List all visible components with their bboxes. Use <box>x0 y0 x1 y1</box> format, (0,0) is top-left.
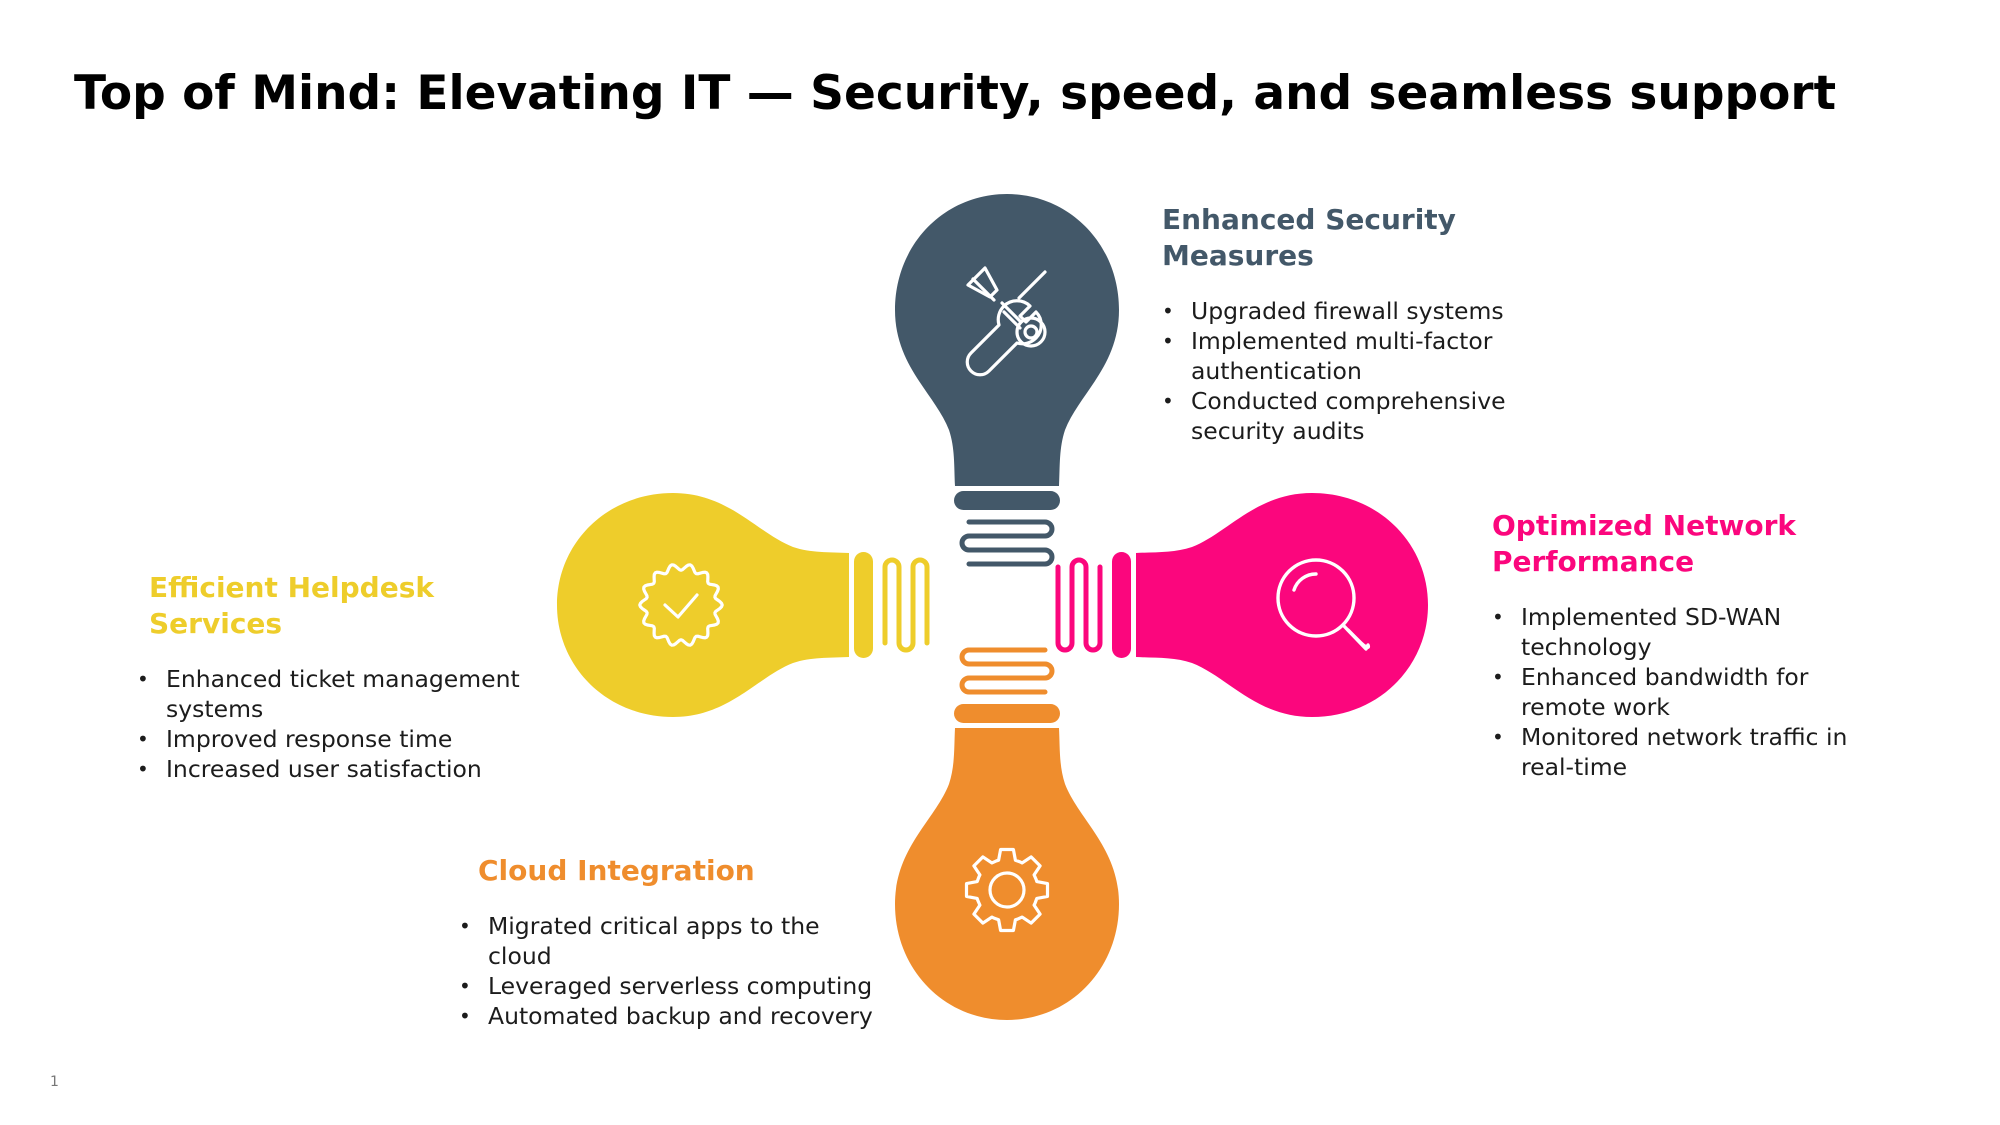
list-item: Monitored network traffic in real-time <box>1492 722 1892 782</box>
network-text-block: Optimized Network Performance Implemente… <box>1492 508 1892 782</box>
security-bulb-collar <box>954 491 1060 510</box>
network-heading: Optimized Network Performance <box>1492 509 1797 578</box>
security-text-block: Enhanced Security Measures Upgraded fire… <box>1162 202 1522 446</box>
page-number: 1 <box>50 1074 59 1090</box>
cloud-bullets: Migrated critical apps to the cloud Leve… <box>459 911 879 1031</box>
cloud-bulb-coil <box>959 647 1055 695</box>
list-item: Increased user satisfaction <box>137 754 537 784</box>
list-item: Implemented SD-WAN technology <box>1492 602 1892 662</box>
helpdesk-bulb-coil <box>882 557 930 653</box>
list-item: Improved response time <box>137 724 537 754</box>
helpdesk-text-block: Efficient Helpdesk Services Enhanced tic… <box>137 570 537 784</box>
cloud-bulb <box>895 647 1119 1020</box>
list-item: Implemented multi-factor authentication <box>1162 326 1522 386</box>
security-bulb-coil <box>959 519 1055 567</box>
security-bulb <box>895 194 1119 567</box>
list-item: Enhanced ticket management systems <box>137 664 537 724</box>
network-bulb-collar <box>1112 552 1131 658</box>
helpdesk-bulb-glass <box>557 493 849 717</box>
network-bulb-glass <box>1136 493 1428 717</box>
cloud-heading: Cloud Integration <box>478 854 755 887</box>
network-bulb <box>1055 493 1428 717</box>
cloud-text-block: Cloud Integration Migrated critical apps… <box>459 853 879 1031</box>
page-title: Top of Mind: Elevating IT — Security, sp… <box>74 66 1837 121</box>
helpdesk-bulb-collar <box>854 552 873 658</box>
gear-icon <box>964 847 1050 933</box>
list-item: Migrated critical apps to the cloud <box>459 911 879 971</box>
helpdesk-heading: Efficient Helpdesk Services <box>149 571 434 640</box>
helpdesk-bullets: Enhanced ticket management systems Impro… <box>137 664 537 784</box>
security-bulb-glass <box>895 194 1119 486</box>
security-heading: Enhanced Security Measures <box>1162 203 1456 272</box>
helpdesk-bulb <box>557 493 930 717</box>
list-item: Leveraged serverless computing <box>459 971 879 1001</box>
list-item: Enhanced bandwidth for remote work <box>1492 662 1892 722</box>
check-badge-icon <box>638 563 724 647</box>
wrench-screwdriver-icon <box>965 266 1047 377</box>
network-bulb-coil <box>1055 557 1103 653</box>
network-bullets: Implemented SD-WAN technology Enhanced b… <box>1492 602 1892 782</box>
cloud-bulb-collar <box>954 704 1060 723</box>
list-item: Conducted comprehensive security audits <box>1162 386 1522 446</box>
magnifier-icon <box>1276 558 1371 651</box>
list-item: Automated backup and recovery <box>459 1001 879 1031</box>
list-item: Upgraded firewall systems <box>1162 296 1522 326</box>
security-bullets: Upgraded firewall systems Implemented mu… <box>1162 296 1522 446</box>
